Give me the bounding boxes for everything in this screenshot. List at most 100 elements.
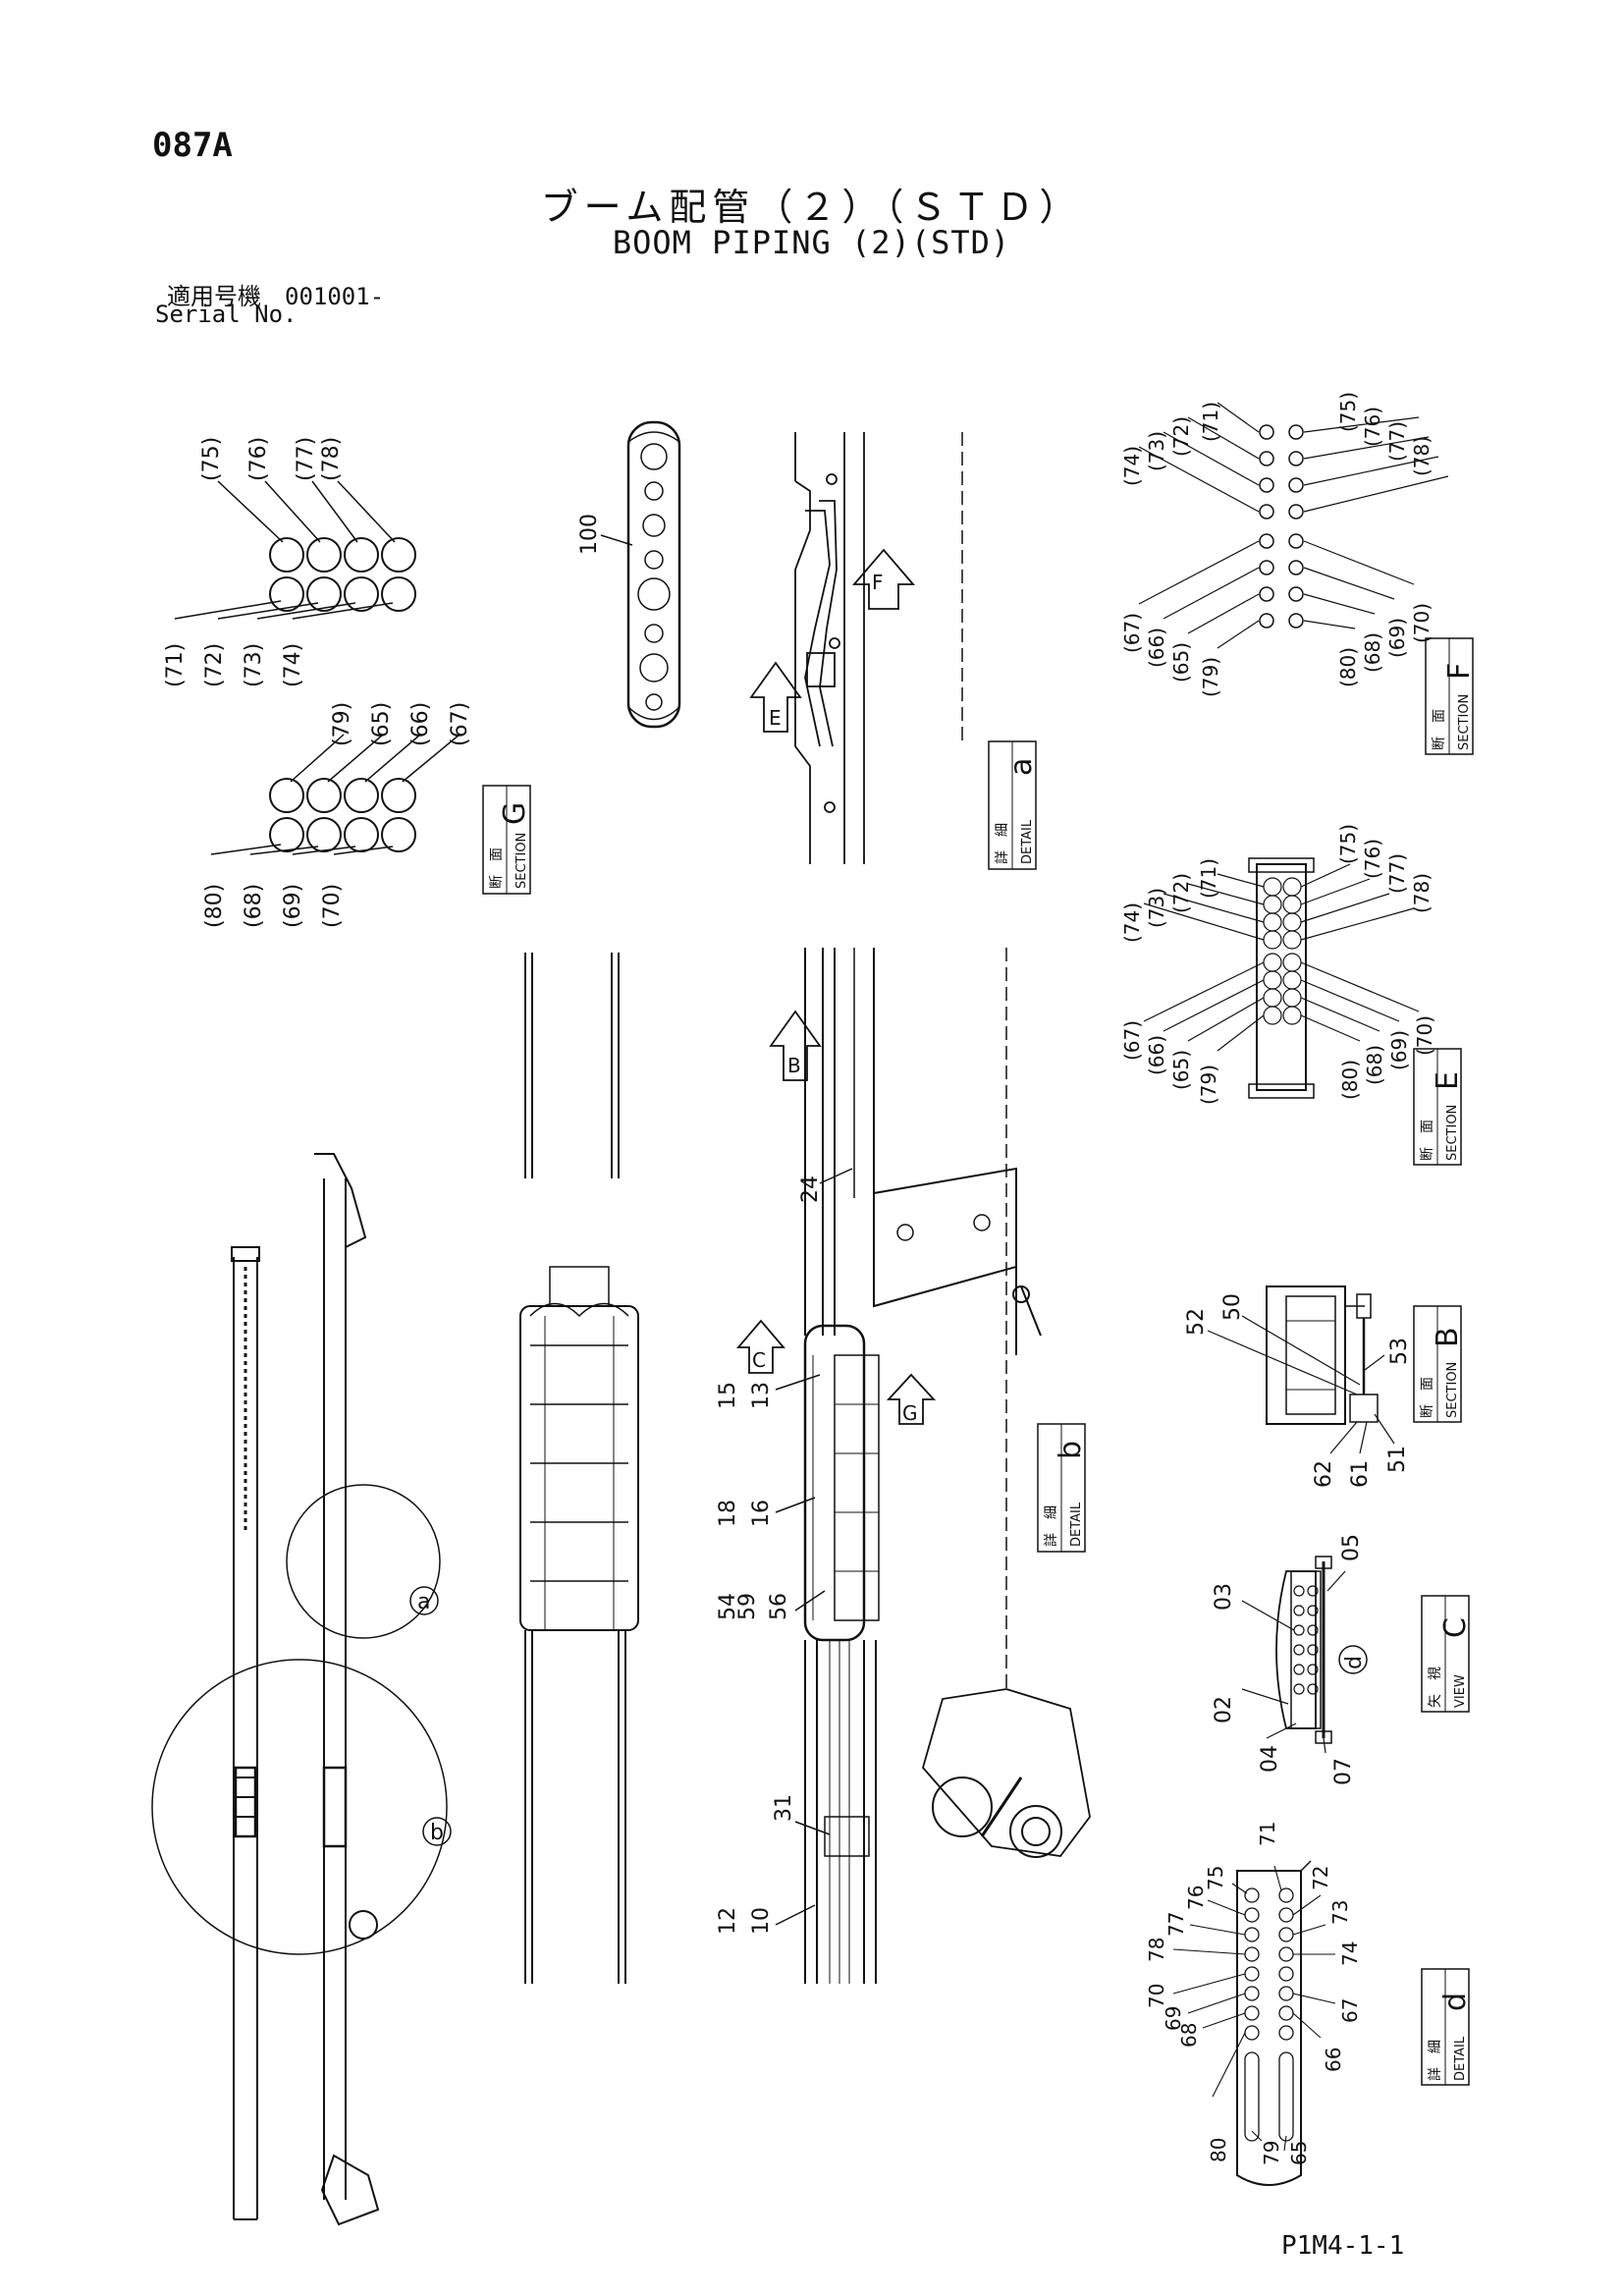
detail-a-letter: a <box>1004 758 1039 776</box>
sf-callout-75: (75) <box>1336 392 1360 432</box>
bracket-100 <box>626 420 681 729</box>
callout-62: 62 <box>1312 1460 1336 1488</box>
callout-77: (77) <box>294 437 318 481</box>
dd-callout-78: 78 <box>1145 1938 1168 1962</box>
svg-text:SECTION: SECTION <box>1457 694 1472 750</box>
arrow-marker-e: E <box>749 661 802 733</box>
callout-70: (70) <box>320 884 345 928</box>
arrow-marker-g: G <box>886 1373 937 1425</box>
svg-text:E: E <box>769 706 782 730</box>
detail-d-letter: d <box>1438 1993 1473 2011</box>
detail-d: 75 71 76 72 77 73 78 74 70 67 69 68 66 8… <box>1145 1822 1473 2186</box>
section-b: 52 50 53 62 61 51 断 面 SECTION B <box>1184 1285 1465 1488</box>
dd-callout-65: 65 <box>1287 2141 1311 2165</box>
section-b-letter: B <box>1431 1327 1465 1347</box>
svg-text:断 面: 断 面 <box>1432 709 1447 750</box>
section-g: (79) (65) (66) (67) (80) (68) (69) (70) … <box>202 702 532 928</box>
callout-56: 56 <box>767 1593 791 1620</box>
section-e-label: 断 面 SECTION E <box>1413 1048 1465 1166</box>
view-c-letter: C <box>1438 1617 1473 1638</box>
se-callout-80: (80) <box>1338 1060 1362 1100</box>
view-c-label: 矢 視 VIEW C <box>1421 1595 1473 1713</box>
callout-52: 52 <box>1184 1308 1209 1336</box>
se-callout-77: (77) <box>1385 853 1409 894</box>
callout-51: 51 <box>1385 1446 1410 1473</box>
se-callout-78: (78) <box>1410 873 1434 913</box>
sf-callout-70: (70) <box>1410 603 1434 643</box>
top-hose-group: (75) (76) (77) (78) (71) (72) (73) (74) <box>163 437 416 687</box>
svg-text:DETAIL: DETAIL <box>1453 2036 1468 2081</box>
view-c-detail-marker: d <box>1338 1645 1368 1674</box>
svg-text:断 面: 断 面 <box>1420 1120 1435 1161</box>
callout-59: 59 <box>735 1593 760 1620</box>
page-code: 087A <box>152 126 233 165</box>
page-title-japanese: ブーム配管（２）（ＳＴＤ） <box>540 186 1083 229</box>
section-g-circles <box>269 778 416 852</box>
dd-callout-66: 66 <box>1322 2048 1345 2072</box>
svg-text:b: b <box>430 1821 444 1845</box>
section-e-letter: E <box>1431 1071 1465 1090</box>
section-b-label: 断 面 SECTION B <box>1413 1305 1465 1423</box>
callout-73: (73) <box>242 643 266 687</box>
callout-54: 54 <box>716 1593 740 1620</box>
svg-text:B: B <box>787 1054 801 1077</box>
svg-text:断 面: 断 面 <box>1420 1377 1435 1418</box>
serial-label: Serial No. <box>155 301 298 328</box>
callout-03: 03 <box>1212 1583 1236 1611</box>
callout-69: (69) <box>281 884 305 928</box>
se-callout-67: (67) <box>1120 1020 1144 1061</box>
sf-callout-74: (74) <box>1120 446 1144 486</box>
dd-callout-77: 77 <box>1164 1912 1188 1937</box>
callout-100: 100 <box>577 514 602 555</box>
svg-text:a: a <box>417 1590 430 1614</box>
dd-callout-73: 73 <box>1328 1900 1352 1925</box>
svg-text:矢 視: 矢 視 <box>1428 1667 1443 1708</box>
se-callout-66: (66) <box>1145 1035 1168 1075</box>
se-callout-65: (65) <box>1169 1050 1193 1090</box>
se-callout-79: (79) <box>1197 1065 1220 1105</box>
dd-callout-74: 74 <box>1338 1941 1362 1966</box>
arrow-marker-b: B <box>769 1010 822 1081</box>
callout-24: 24 <box>798 1175 823 1203</box>
callout-50: 50 <box>1220 1293 1245 1321</box>
callout-18: 18 <box>716 1500 740 1527</box>
dd-callout-75: 75 <box>1204 1866 1227 1890</box>
dd-callout-70: 70 <box>1145 1984 1168 2008</box>
callout-67: (67) <box>448 702 472 746</box>
view-c: d 03 05 02 04 07 矢 視 VIEW C <box>1212 1534 1473 1785</box>
se-callout-76: (76) <box>1361 839 1384 879</box>
svg-text:詳 細: 詳 細 <box>1428 2040 1443 2081</box>
detail-b-label: 詳 細 DETAIL b <box>1037 1423 1088 1553</box>
svg-text:SECTION: SECTION <box>1445 1105 1460 1161</box>
page-reference: P1M4-1-1 <box>1281 2231 1405 2261</box>
arrow-marker-c: C <box>736 1319 785 1374</box>
top-hose-circles <box>269 537 416 612</box>
callout-78: (78) <box>319 437 344 481</box>
callout-76: (76) <box>246 437 271 481</box>
se-callout-68: (68) <box>1363 1045 1386 1085</box>
callout-74: (74) <box>281 643 305 687</box>
detail-a: 100 F E 詳 細 DETAIL a <box>577 420 1039 870</box>
dd-callout-69: 69 <box>1162 2006 1185 2031</box>
callout-79: (79) <box>330 702 354 746</box>
section-f: (74) (73) (72) (71) (75) (76) (77) (78) … <box>1120 392 1477 755</box>
sf-callout-69: (69) <box>1385 618 1409 658</box>
callout-02: 02 <box>1212 1696 1236 1723</box>
callout-12: 12 <box>716 1907 740 1935</box>
callout-66: (66) <box>408 702 433 746</box>
detail-d-label: 詳 細 DETAIL d <box>1421 1968 1473 2086</box>
overview-circle-a: a <box>286 1484 441 1639</box>
svg-text:詳 細: 詳 細 <box>1044 1505 1059 1547</box>
svg-text:断 面: 断 面 <box>489 847 505 889</box>
callout-80: (80) <box>202 884 227 928</box>
detail-b: B C G 24 15 13 18 16 54 59 56 31 <box>519 948 1091 1984</box>
callout-61: 61 <box>1348 1460 1373 1488</box>
callout-05: 05 <box>1339 1534 1364 1561</box>
section-e: (74) (73) (72) (71) (75) (76) (77) (78) … <box>1120 824 1465 1166</box>
section-g-label: 断 面 SECTION G <box>482 785 532 895</box>
svg-text:詳 細: 詳 細 <box>995 823 1010 864</box>
section-e-frame <box>1256 863 1307 1091</box>
sf-callout-73: (73) <box>1145 431 1168 471</box>
callout-53: 53 <box>1387 1338 1412 1365</box>
